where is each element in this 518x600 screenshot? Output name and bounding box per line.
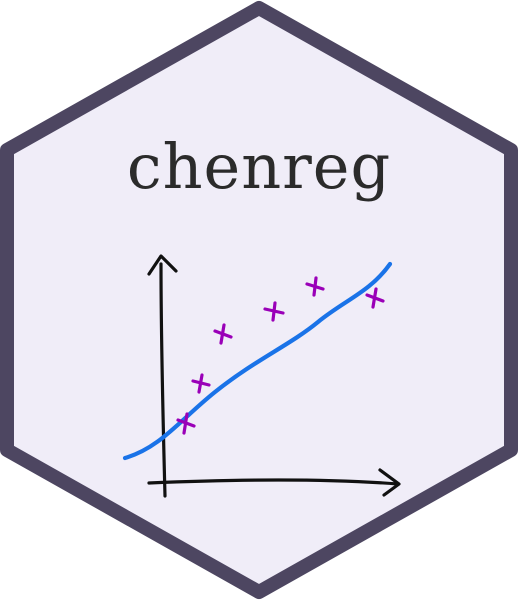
x-axis-line (147, 478, 400, 486)
scatter-point (191, 373, 211, 394)
scatter-points (176, 276, 385, 435)
scatter-point (263, 301, 285, 322)
regression-line (122, 261, 393, 461)
scatter-point (213, 323, 233, 345)
y-axis-arrow-icon (147, 254, 178, 276)
chart-axes (147, 254, 401, 498)
logo-title: chenreg (127, 130, 391, 203)
y-axis-line (159, 262, 167, 498)
scatter-point (305, 276, 325, 297)
scatter-point (365, 287, 385, 309)
x-axis-arrow-icon (378, 468, 401, 497)
scatter-point (176, 412, 196, 435)
